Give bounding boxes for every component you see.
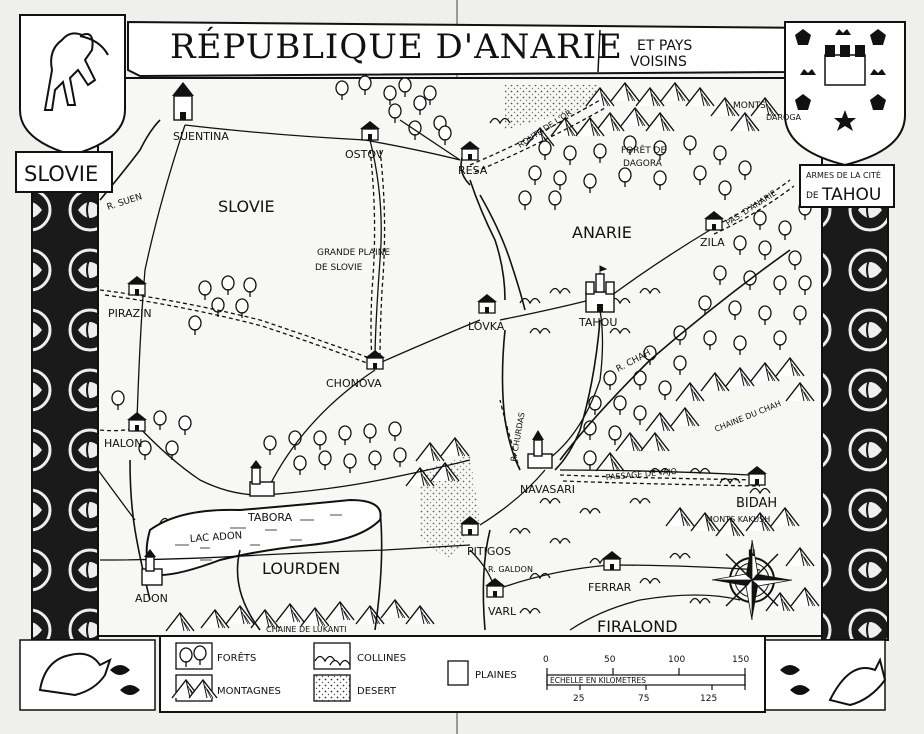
- scale-tick-100: 100: [668, 655, 685, 665]
- slovie-crest: [19, 14, 126, 157]
- arms-line1: ARMES DE LA CITÉ: [806, 169, 881, 180]
- label-plaine-2: DE SLOVIE: [315, 263, 363, 273]
- label-r-galdon: R. GALDON: [488, 565, 533, 574]
- region-lourden: LOURDEN: [262, 559, 340, 578]
- tahou-crest: [784, 21, 906, 167]
- legend-montagnes: MONTAGNES: [217, 686, 281, 697]
- city-pirazin: PIRAZIN: [108, 307, 152, 320]
- city-ferrar: FERRAR: [588, 581, 632, 594]
- city-halon: HALON: [104, 437, 142, 450]
- title-banner: RÉPUBLIQUE D'ANARIE ET PAYS VOISINS: [127, 20, 822, 78]
- lac-adon: [145, 498, 382, 577]
- region-anarie: ANARIE: [572, 223, 632, 242]
- city-resa: RESA: [458, 164, 488, 177]
- scale-tick-125: 125: [700, 694, 717, 704]
- city-tahou: TAHOU: [578, 316, 617, 329]
- corner-ornament-left: [19, 639, 156, 711]
- city-navasari: NAVASARI: [520, 483, 575, 496]
- label-foret-2: DAGORA: [623, 159, 663, 169]
- city-tabora: TABORA: [247, 511, 293, 524]
- scale-bar: 0 50 100 150 ECHELLE EN KILOMETRES 25 75…: [543, 655, 749, 704]
- unicorn-icon: [38, 652, 112, 697]
- slovie-banner-label: SLOVIE: [24, 162, 98, 186]
- city-lovka: LOVKA: [468, 320, 505, 333]
- legend-desert: DESERT: [357, 686, 397, 697]
- scale-tick-0: 0: [543, 655, 549, 665]
- scale-tick-150: 150: [732, 655, 749, 665]
- label-foret-1: FORÊT DE: [621, 144, 666, 156]
- label-plaine-1: GRANDE PLAINE: [317, 248, 390, 258]
- city-adon: ADON: [135, 592, 168, 605]
- scale-tick-25: 25: [573, 694, 584, 704]
- map-title: RÉPUBLIQUE D'ANARIE: [170, 26, 623, 67]
- tahou-banner: ARMES DE LA CITÉ DE TAHOU: [799, 164, 895, 208]
- legend-plaines: PLAINES: [475, 670, 517, 681]
- label-chaine-lukanti: CHAINE DE LUKANTI: [266, 625, 347, 634]
- subtitle-line1: ET PAYS: [637, 38, 692, 54]
- svg-text:N: N: [748, 549, 756, 559]
- scale-tick-75: 75: [638, 694, 649, 704]
- city-suentina: SUENTINA: [173, 130, 229, 143]
- desert-area: [505, 85, 600, 130]
- corner-ornament-right: [764, 639, 887, 711]
- scale-label: ECHELLE EN KILOMETRES: [550, 676, 646, 685]
- city-varl: VARL: [488, 605, 517, 618]
- towns: [126, 82, 768, 598]
- city-zila: ZILA: [700, 236, 725, 249]
- legend-collines: COLLINES: [357, 653, 406, 664]
- castle-tahou: [585, 265, 615, 313]
- region-slovie: SLOVIE: [218, 197, 275, 216]
- right-border: [821, 199, 889, 641]
- dragon-icon: [828, 657, 887, 707]
- label-monts-kakush: MONTS KAKUSH: [706, 515, 770, 524]
- slovie-banner: SLOVIE: [15, 151, 113, 193]
- city-labels: SUENTINA OSTOV RESA ZILA PIRAZIN LOVKA T…: [104, 130, 777, 618]
- region-firalond: FIRALOND: [597, 617, 678, 636]
- region-labels: SLOVIE ANARIE LOURDEN FIRALOND: [218, 197, 678, 636]
- legend: FORÊTS MONTAGNES COLLINES DESERT PLAINES…: [159, 635, 766, 713]
- arms-line2: DE: [806, 191, 819, 201]
- city-ostov: OSTOV: [345, 148, 384, 161]
- horse-icon: [43, 32, 97, 111]
- arms-city: TAHOU: [821, 185, 881, 205]
- scale-tick-50: 50: [604, 655, 616, 665]
- label-monts-daroga-1: MONTS: [733, 101, 766, 111]
- legend-forets: FORÊTS: [217, 651, 256, 664]
- city-bidah: BIDAH: [736, 496, 777, 511]
- left-border: [31, 189, 99, 641]
- city-chonova: CHONOVA: [326, 377, 382, 390]
- label-monts-daroga-2: DAROGA: [766, 113, 802, 122]
- castle-suentina: [172, 82, 194, 121]
- label-lac-adon: LAC ADON: [189, 530, 242, 545]
- lake-ripples: [175, 514, 342, 561]
- subtitle-line2: VOISINS: [630, 54, 687, 70]
- city-pitigos: PITIGOS: [467, 545, 511, 558]
- compass-rose: N: [711, 539, 793, 621]
